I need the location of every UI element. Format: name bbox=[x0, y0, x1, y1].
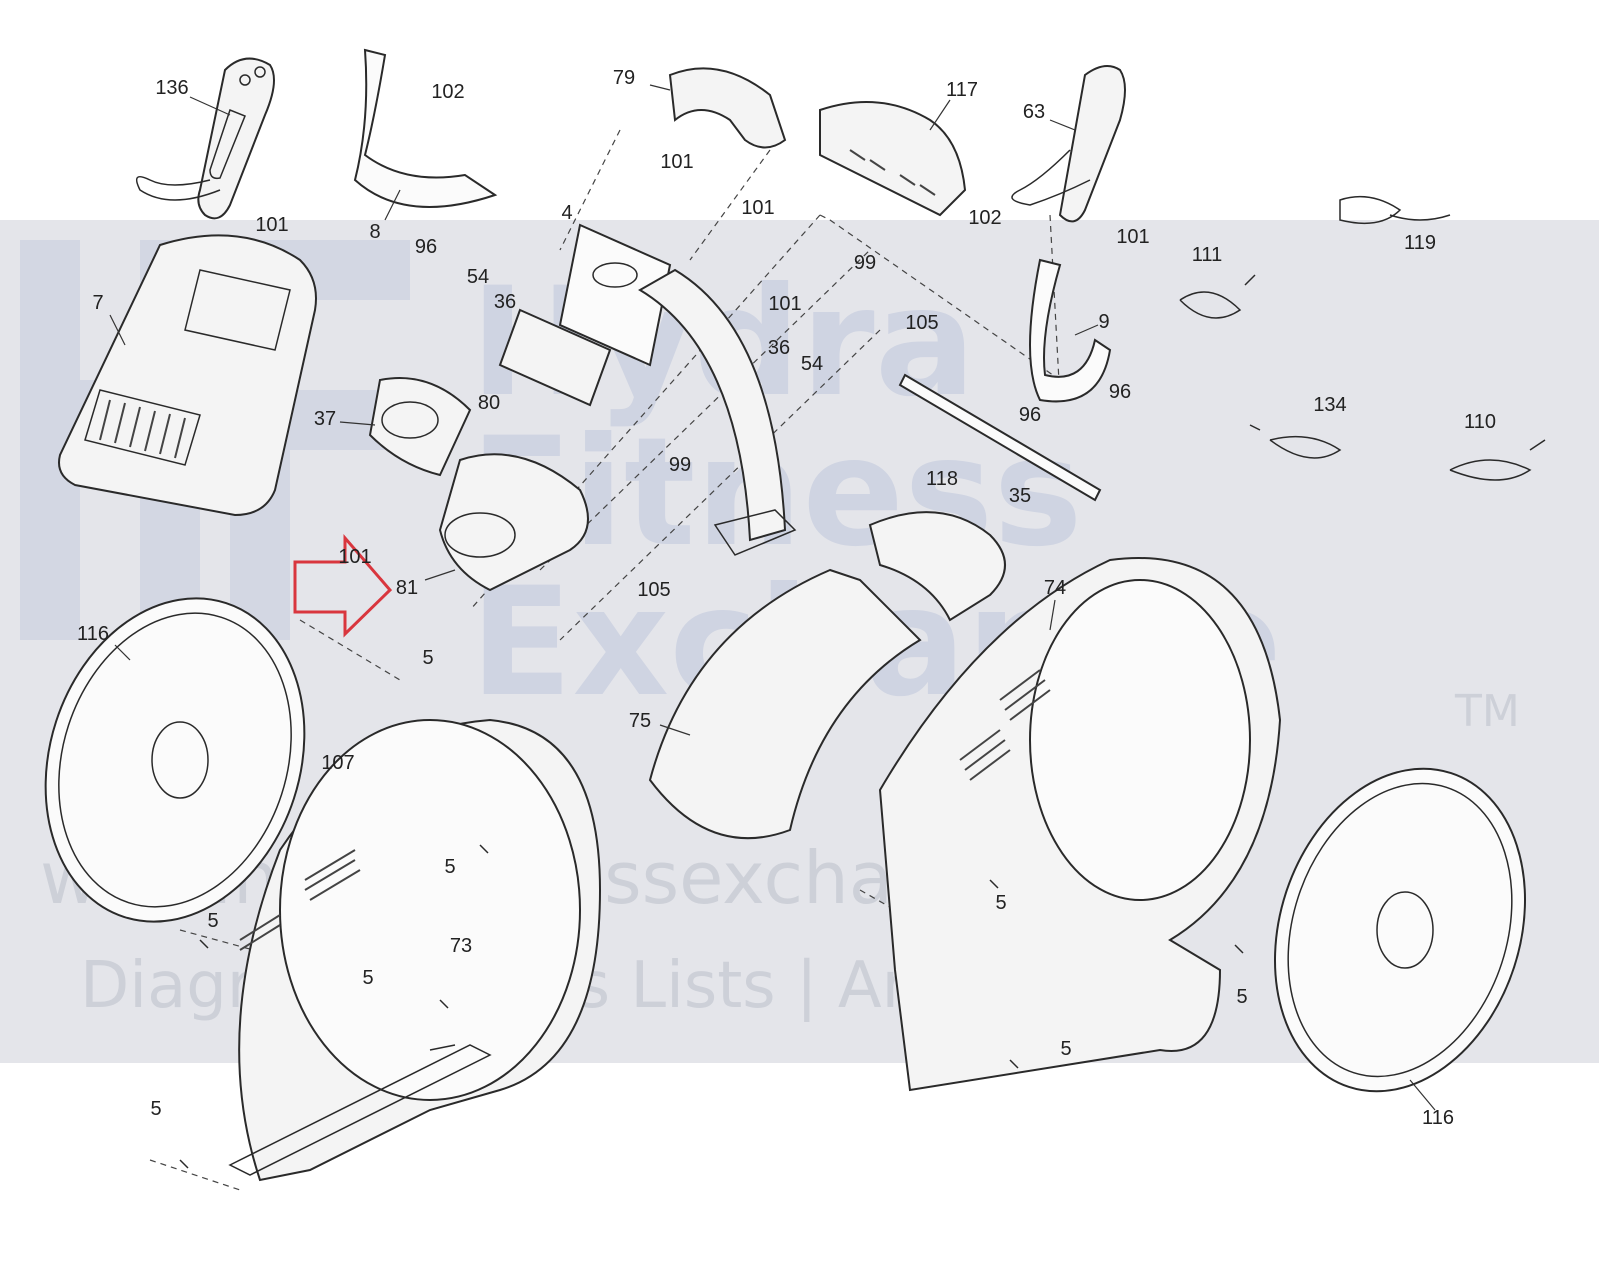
label-99-a: 99 bbox=[853, 252, 877, 274]
part-9-handlebar bbox=[1029, 258, 1112, 403]
label-96-a: 96 bbox=[414, 236, 438, 258]
label-36-a: 36 bbox=[493, 291, 517, 313]
label-80: 80 bbox=[477, 392, 501, 414]
part-116-left-disc bbox=[44, 597, 306, 923]
part-75-fairing bbox=[648, 568, 922, 840]
part-left-shroud bbox=[228, 718, 602, 1182]
part-117-cover bbox=[819, 101, 967, 217]
label-101-f: 101 bbox=[338, 546, 372, 568]
label-101-c: 101 bbox=[741, 197, 775, 219]
part-116-right-disc bbox=[1274, 767, 1526, 1093]
part-118-cover bbox=[868, 511, 1006, 622]
part-74-right-shroud bbox=[878, 557, 1282, 1092]
label-134: 134 bbox=[1313, 394, 1347, 416]
label-102-lower: 102 bbox=[968, 207, 1002, 229]
label-107: 107 bbox=[321, 752, 355, 774]
part-cables bbox=[1179, 195, 1546, 481]
label-5-f: 5 bbox=[995, 892, 1007, 914]
label-118: 118 bbox=[926, 468, 958, 490]
watermark-trademark: TM bbox=[1455, 686, 1520, 737]
part-63-handle bbox=[1011, 65, 1126, 223]
part-screws bbox=[179, 844, 1244, 1169]
label-74: 74 bbox=[1043, 577, 1067, 599]
label-5-d: 5 bbox=[362, 967, 374, 989]
label-96-c: 96 bbox=[1108, 381, 1132, 403]
label-105-a: 105 bbox=[905, 312, 939, 334]
part-37-shroud bbox=[368, 377, 472, 477]
part-8-handlebar bbox=[353, 48, 498, 208]
label-136: 136 bbox=[155, 77, 189, 99]
part-80-bracket bbox=[498, 308, 612, 407]
label-5-a: 5 bbox=[422, 647, 434, 669]
part-4-plate bbox=[558, 223, 672, 367]
label-37: 37 bbox=[313, 408, 337, 430]
label-5-c: 5 bbox=[207, 910, 219, 932]
label-101-b: 101 bbox=[660, 151, 694, 173]
leader-lines bbox=[109, 84, 1436, 1111]
label-4: 4 bbox=[561, 202, 573, 224]
label-101-a: 101 bbox=[255, 214, 289, 236]
label-54-a: 54 bbox=[466, 266, 490, 288]
label-5-h: 5 bbox=[1060, 1038, 1072, 1060]
label-99-b: 99 bbox=[668, 454, 692, 476]
part-35-axle bbox=[898, 373, 1102, 502]
label-102-upper: 102 bbox=[431, 81, 465, 103]
label-35: 35 bbox=[1008, 485, 1032, 507]
part-upright-post bbox=[638, 268, 797, 556]
label-119: 119 bbox=[1404, 232, 1436, 254]
part-79-cover bbox=[668, 67, 787, 149]
label-116-left: 116 bbox=[77, 623, 109, 645]
label-96-b: 96 bbox=[1018, 404, 1042, 426]
label-36-b: 36 bbox=[767, 337, 791, 359]
label-73: 73 bbox=[449, 935, 473, 957]
part-7-console bbox=[58, 234, 317, 517]
label-5-e: 5 bbox=[150, 1098, 162, 1120]
label-105-b: 105 bbox=[637, 579, 671, 601]
part-136-handle bbox=[135, 57, 275, 220]
label-7: 7 bbox=[92, 292, 104, 314]
label-111: 111 bbox=[1191, 244, 1223, 266]
label-75: 75 bbox=[628, 710, 652, 732]
part-81-shroud bbox=[438, 453, 589, 592]
label-81: 81 bbox=[395, 577, 419, 599]
label-54-b: 54 bbox=[800, 353, 824, 375]
label-63: 63 bbox=[1022, 101, 1046, 123]
label-110: 110 bbox=[1464, 411, 1496, 433]
label-101-d: 101 bbox=[1116, 226, 1150, 248]
label-8: 8 bbox=[369, 221, 381, 243]
label-5-b: 5 bbox=[444, 856, 456, 878]
label-79: 79 bbox=[612, 67, 636, 89]
label-116-right: 116 bbox=[1422, 1107, 1454, 1129]
label-117: 117 bbox=[946, 79, 978, 101]
label-5-g: 5 bbox=[1236, 986, 1248, 1008]
label-9: 9 bbox=[1098, 311, 1110, 333]
label-101-e: 101 bbox=[768, 293, 802, 315]
